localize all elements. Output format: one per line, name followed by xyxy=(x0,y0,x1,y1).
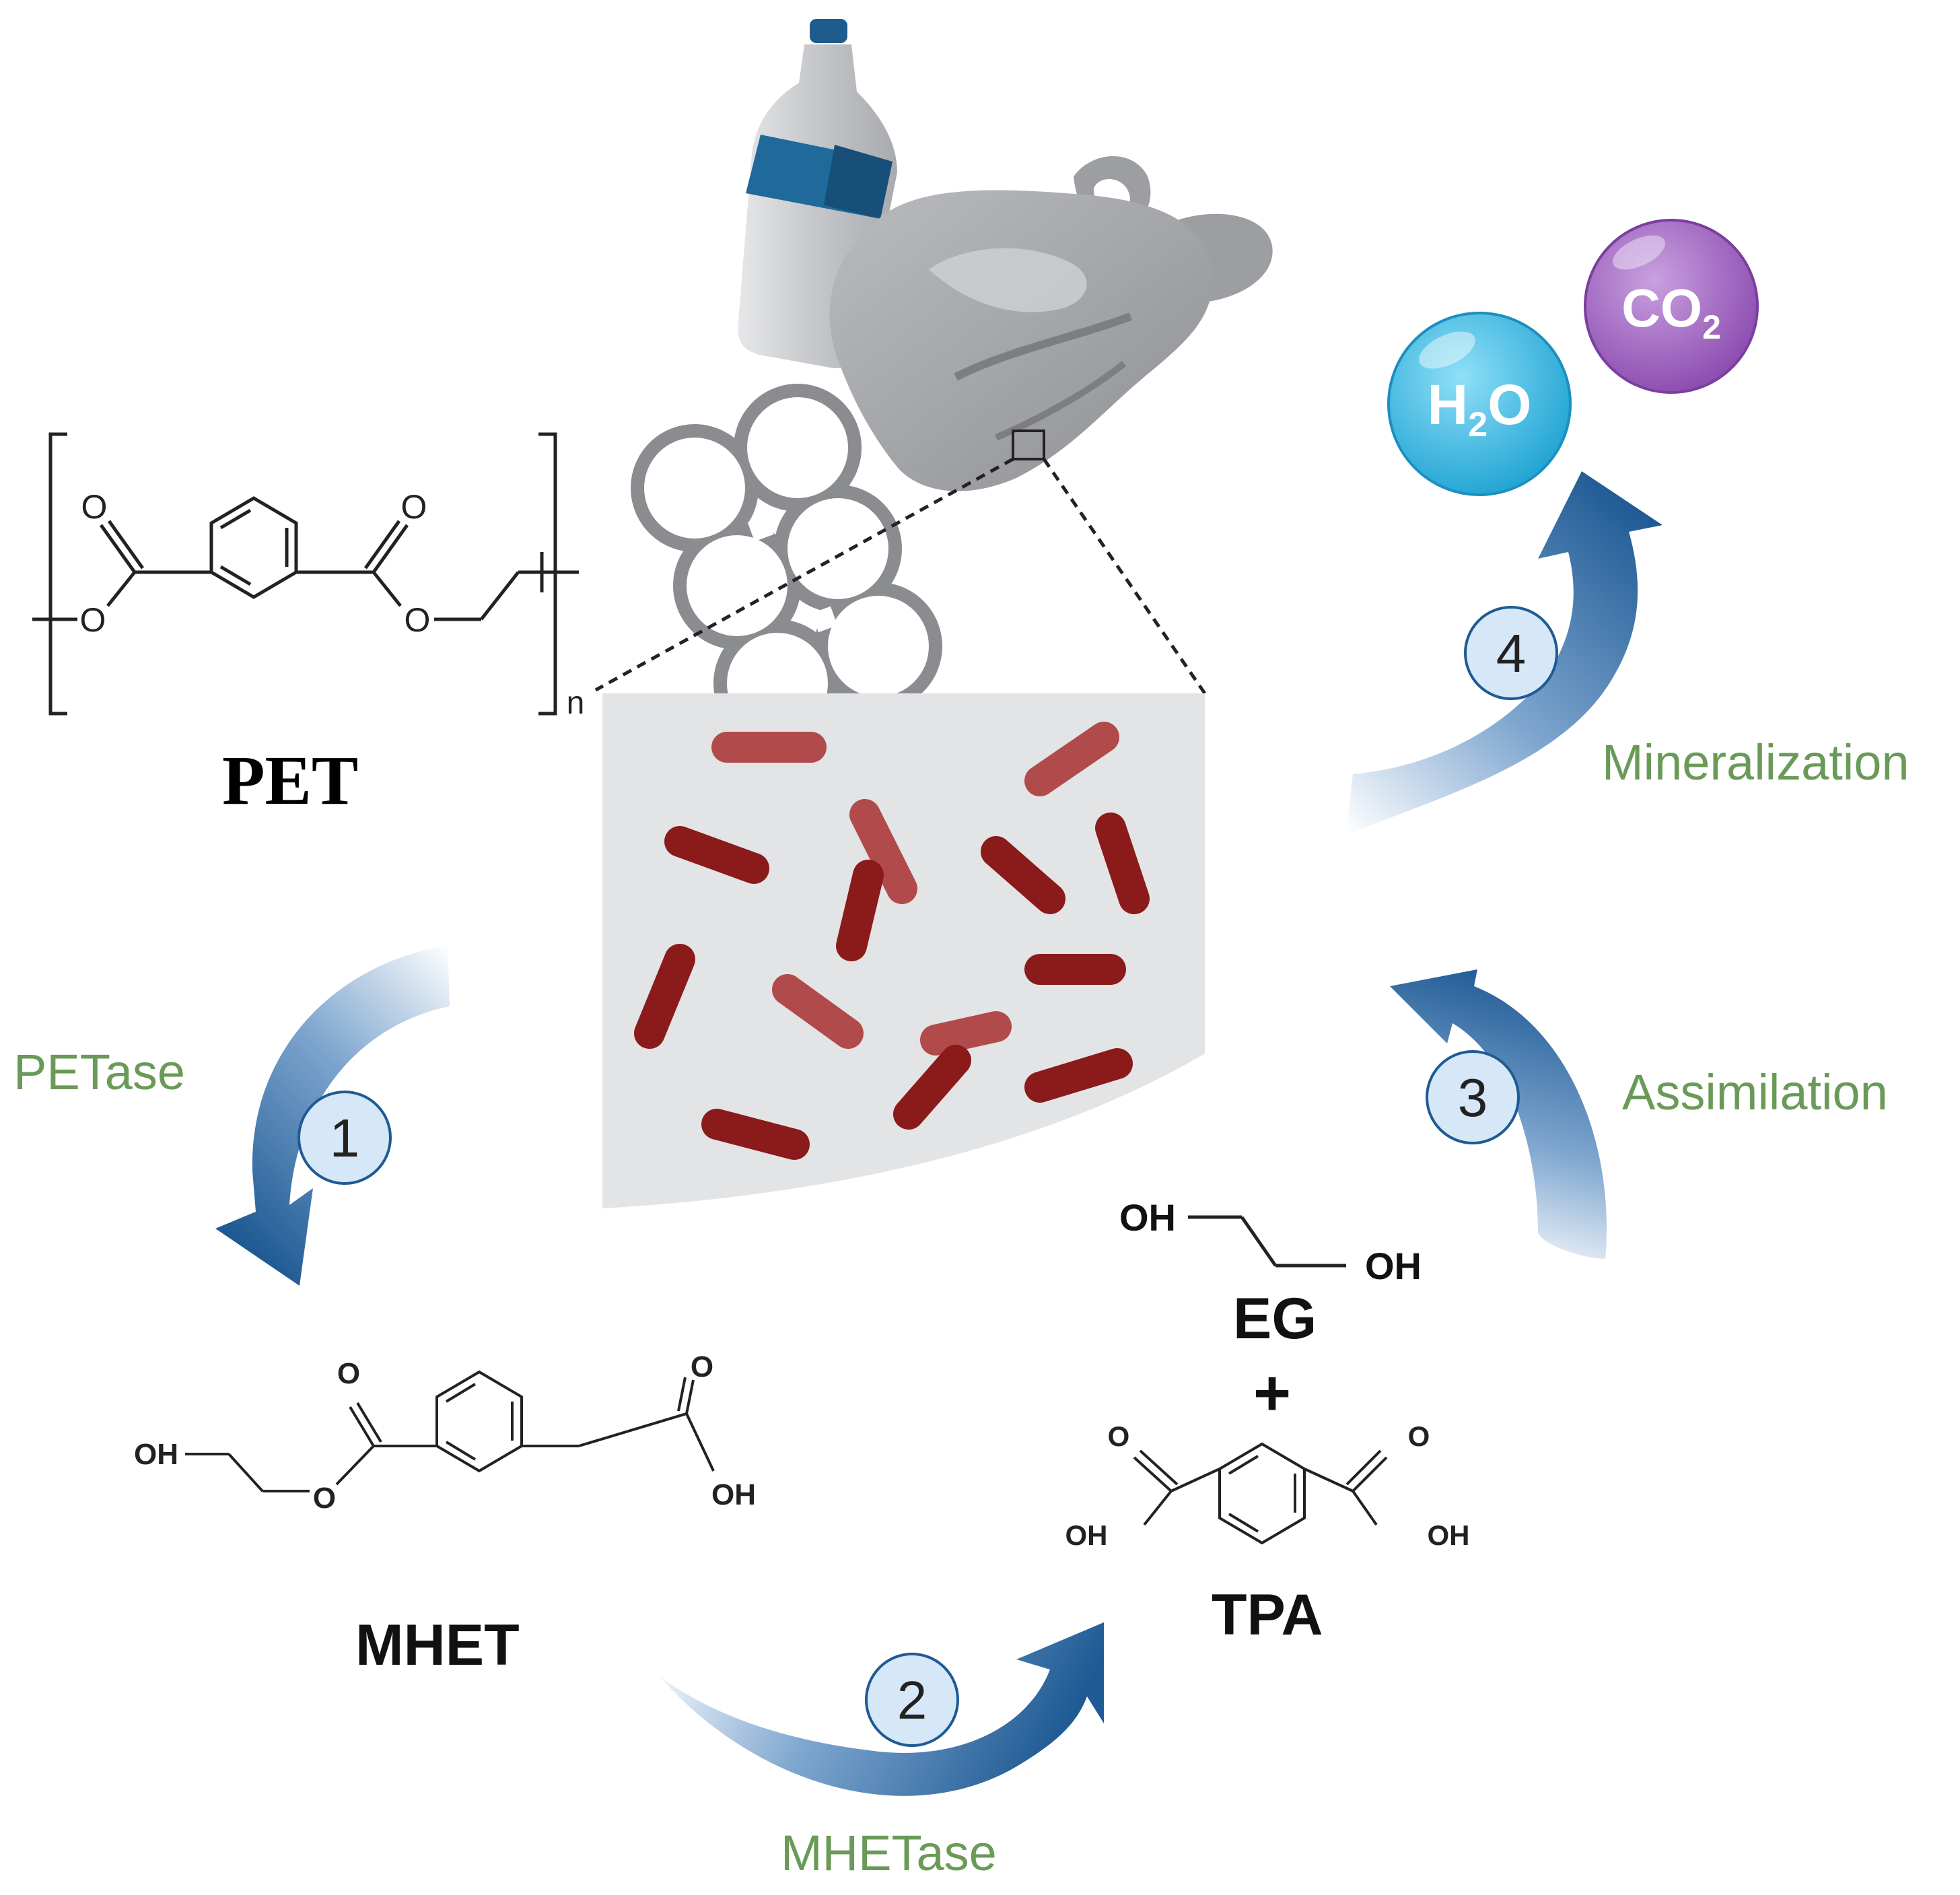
tpa-structure xyxy=(1133,1442,1388,1545)
bacterium-3 xyxy=(664,826,769,884)
pet-repeat-n: n xyxy=(567,685,585,721)
step-2-circle xyxy=(865,1653,959,1747)
mhet-atom-o-3: O xyxy=(691,1350,713,1383)
svg-text:H2O: H2O xyxy=(1428,373,1532,444)
eg-atom-oh-1: OH xyxy=(1119,1196,1176,1239)
mhet-atom-o-1: O xyxy=(337,1357,360,1390)
zoom-line-right xyxy=(1042,458,1207,695)
bacterium-5 xyxy=(981,836,1065,914)
mhet-atom-o-2: O xyxy=(313,1482,336,1515)
step-3-number: 3 xyxy=(1458,1068,1488,1128)
step-1-number: 1 xyxy=(330,1108,360,1168)
bacterium-4 xyxy=(849,799,917,904)
mhet-atom-oh-2: OH xyxy=(711,1478,756,1511)
bacteria-icon xyxy=(634,722,1150,1160)
eg-structure xyxy=(1188,1215,1346,1268)
step-1-circle xyxy=(298,1091,392,1185)
eg-atom-oh-2: OH xyxy=(1365,1245,1422,1287)
bacterium-8 xyxy=(634,944,695,1049)
step-4-number: 4 xyxy=(1496,623,1527,683)
co2-bubble: CO2 xyxy=(1584,219,1759,394)
pet-atom-o-4: O xyxy=(405,601,431,639)
mhetase-label: MHETase xyxy=(781,1825,997,1881)
bacterium-11 xyxy=(920,1011,1012,1056)
eg-label: EG xyxy=(1233,1286,1317,1351)
pet-atom-o-3: O xyxy=(401,488,427,526)
assimilation-label: Assimilation xyxy=(1622,1064,1888,1120)
bacterium-2 xyxy=(1024,722,1119,796)
bacterium-12 xyxy=(893,1045,971,1130)
plastic-bag-icon xyxy=(829,156,1273,491)
step-3-circle xyxy=(1426,1050,1520,1144)
step-4-circle xyxy=(1464,606,1558,700)
svg-text:CO2: CO2 xyxy=(1621,278,1721,346)
step-2-number: 2 xyxy=(897,1670,928,1730)
h2o-bubble: H2O xyxy=(1387,312,1572,496)
arrow-step-3 xyxy=(1390,969,1607,1259)
arrow-step-4 xyxy=(1346,471,1663,835)
bacterium-6 xyxy=(1095,813,1150,914)
petase-label: PETase xyxy=(13,1044,186,1100)
arrow-step-2 xyxy=(660,1622,1104,1796)
bacterium-13 xyxy=(1024,1048,1133,1103)
tpa-atom-o-2: O xyxy=(1408,1420,1430,1452)
bacterium-14 xyxy=(701,1109,810,1160)
tpa-atom-oh-2: OH xyxy=(1428,1519,1470,1551)
pet-label: PET xyxy=(222,742,359,819)
pet-structure xyxy=(32,432,579,716)
mhet-atom-oh-1: OH xyxy=(134,1438,178,1471)
bacterium-9 xyxy=(772,974,864,1049)
tpa-atom-o-1: O xyxy=(1108,1420,1130,1452)
mineralization-label: Mineralization xyxy=(1602,734,1910,790)
tpa-atom-oh-1: OH xyxy=(1065,1519,1108,1551)
plus-sign: + xyxy=(1253,1357,1292,1429)
bacterium-7 xyxy=(836,860,884,961)
pet-atom-o-2: O xyxy=(80,601,106,639)
mhet-label: MHET xyxy=(355,1613,520,1678)
tpa-label: TPA xyxy=(1212,1583,1323,1647)
pet-atom-o-1: O xyxy=(81,488,108,526)
arrow-step-1 xyxy=(215,946,450,1286)
mhet-structure xyxy=(185,1370,715,1492)
